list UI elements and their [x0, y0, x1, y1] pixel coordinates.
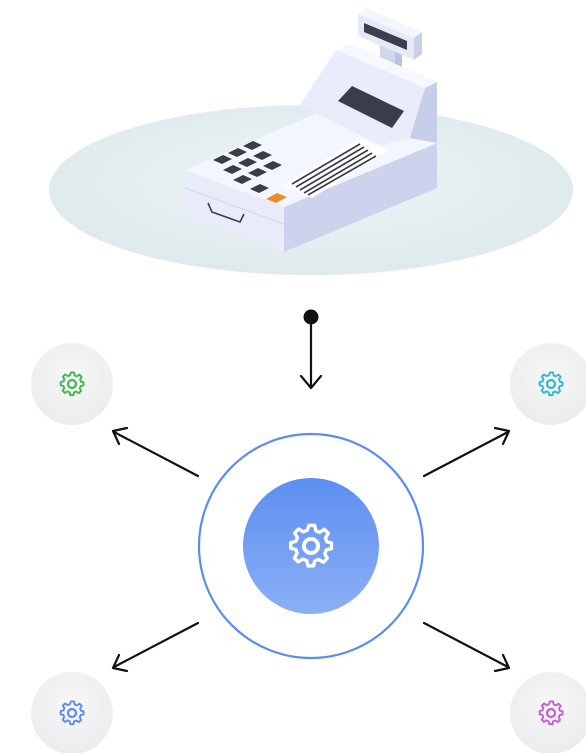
satellite-top-right [510, 343, 586, 425]
arrow-top-right [422, 426, 511, 478]
arrow-bottom-right [422, 621, 511, 673]
arrow-bottom-left [111, 621, 200, 673]
cash-register-icon [184, 8, 437, 252]
satellite-bottom-left [31, 672, 113, 753]
output-arrows [111, 426, 511, 673]
input-arrow [299, 309, 323, 390]
satellite-bottom-right [510, 672, 586, 753]
satellite-top-left [31, 343, 113, 425]
arrow-top-left [111, 426, 200, 478]
hub-node [197, 432, 425, 660]
hub-core [243, 478, 379, 614]
